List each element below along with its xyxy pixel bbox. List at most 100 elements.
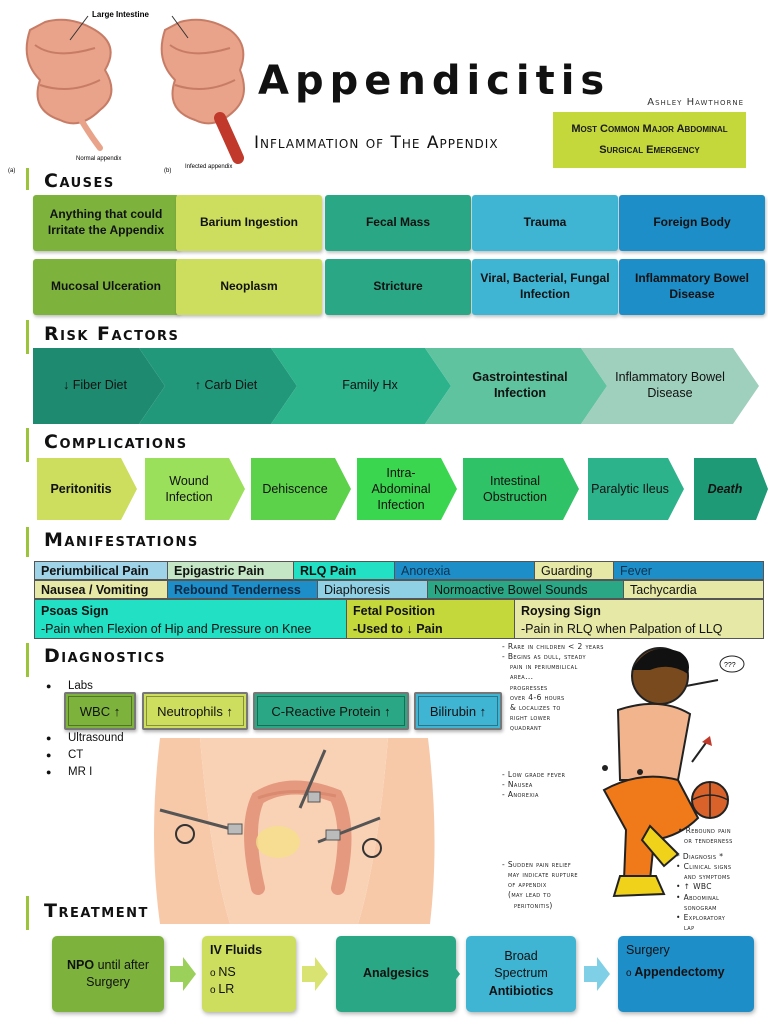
manifestation-item: RLQ Pain [293, 561, 395, 580]
section-accent-bar [26, 320, 29, 354]
diagnostic-list-item: ●Ultrasound [46, 732, 124, 744]
manifestation-item: Tachycardia [623, 580, 764, 599]
emergency-callout: Most Common Major Abdominal Surgical Eme… [553, 112, 746, 168]
manifestation-item: Normoactive Bowel Sounds [427, 580, 624, 599]
complication-label: Intra-Abdominal Infection [371, 465, 431, 513]
diagnosis-notes: * Diagnosis * • Clinical signs and sympt… [676, 852, 732, 932]
arrow-right-icon [584, 957, 610, 991]
manifestation-item: Fever [613, 561, 764, 580]
lab-wbc: WBC ↑ [64, 692, 136, 730]
chevron-4 [425, 348, 607, 424]
section-accent-bar [26, 643, 29, 677]
sign-description: -Pain when Flexion of Hip and Pressure o… [41, 622, 312, 637]
rebound-notes: • Rebound pain or tenderness [678, 826, 733, 846]
sign-description: -Used to ↓ Pain [353, 622, 443, 637]
manifestation-item: Epigastric Pain [167, 561, 294, 580]
cause-item: Mucosal Ulceration [33, 259, 179, 315]
treatment-heading: Treatment [44, 900, 149, 922]
chevron-1 [33, 348, 165, 424]
risk-factor-chevrons [33, 348, 759, 424]
diagnostics-heading: Diagnostics [44, 645, 166, 667]
cause-item: Inflammatory Bowel Disease [619, 259, 765, 315]
diagnostic-list-item: ●CT [46, 749, 84, 761]
risk-factor-label: Gastrointestinal Infection [472, 369, 568, 400]
sign-box-fetal-position: Fetal Position -Used to ↓ Pain [346, 599, 515, 639]
pain-arrow-icon [702, 736, 712, 746]
page-subtitle: Inflammation of The Appendix [254, 133, 499, 153]
onset-notes: - Rare in children < 2 years - Begins as… [502, 642, 604, 732]
diagnostic-list-item: ●MR I [46, 766, 93, 778]
pain-relief-notes: - Sudden pain relief may indicate ruptur… [502, 860, 578, 910]
complication-arrow [357, 458, 457, 520]
sign-box-roysing: Roysing Sign -Pain in RLQ when Palpation… [514, 599, 764, 639]
complication-label: Dehiscence [262, 481, 328, 496]
normal-intestine-icon [25, 18, 113, 151]
diagnostic-list-item: ●Labs [46, 680, 93, 692]
section-accent-bar [26, 527, 29, 557]
causes-heading: Causes [44, 170, 115, 192]
chevron-5 [581, 348, 759, 424]
manifestation-item: Anorexia [394, 561, 535, 580]
manifestation-item: Guarding [534, 561, 614, 580]
treatment-iv-fluids: IV Fluids o NS o LR [202, 936, 296, 1012]
sign-box-psoas: Psoas Sign -Pain when Flexion of Hip and… [34, 599, 347, 639]
manifestations-heading: Manifestations [44, 529, 199, 551]
colon-icon [244, 780, 352, 895]
large-intestine-label: Large Intestine [92, 10, 149, 19]
complication-arrow [463, 458, 579, 520]
chevron-2 [139, 348, 297, 424]
complications-heading: Complications [44, 431, 188, 453]
author-name: Ashley Hawthorne [647, 97, 744, 108]
lab-c-reactive-protein: C-Reactive Protein ↑ [253, 692, 409, 730]
lab-bilirubin: Bilirubin ↑ [414, 692, 502, 730]
treatment-surgery: Surgery o Appendectomy [618, 936, 754, 1012]
page-title: Appendicitis [258, 58, 611, 104]
arrow-right-icon [302, 957, 328, 991]
chevron-3 [271, 348, 451, 424]
section-accent-bar [26, 896, 29, 930]
inflammation-glow-icon [256, 826, 300, 858]
sign-name: Fetal Position [353, 604, 435, 618]
cause-item: Foreign Body [619, 195, 765, 251]
section-accent-bar [26, 428, 29, 462]
manifestation-item: Rebound Tenderness [167, 580, 318, 599]
treatment-npo: NPO until after Surgery [52, 936, 164, 1012]
risk-factor-label: Inflammatory Bowel Disease [615, 369, 725, 400]
complication-arrow [251, 458, 351, 520]
figure-a-label: (a) [8, 168, 15, 174]
appendix-illustration: Large Intestine (a) Normal appendix (b) … [8, 10, 245, 174]
complication-label: Intestinal Obstruction [483, 473, 547, 504]
cause-item: Fecal Mass [325, 195, 471, 251]
figure-b-label: (b) [164, 168, 171, 174]
manifestation-item: Nausea / Vomiting [34, 580, 168, 599]
complication-arrow [694, 458, 768, 520]
normal-appendix-label: Normal appendix [76, 156, 121, 162]
complication-arrow [145, 458, 245, 520]
cause-item: Trauma [472, 195, 618, 251]
emergency-line-2: Surgical Emergency [599, 144, 700, 156]
complication-label: Wound Infection [165, 473, 213, 504]
risk-factor-label: Family Hx [342, 377, 398, 392]
cause-item: Neoplasm [176, 259, 322, 315]
torso-icon [616, 702, 692, 781]
symptom-notes: - Low grade fever - Nausea - Anorexia [502, 770, 566, 800]
complication-label: Paralytic Ileus [591, 481, 669, 496]
manifestation-item: Periumbilical Pain [34, 561, 168, 580]
cause-item: Barium Ingestion [176, 195, 322, 251]
complication-arrow [588, 458, 684, 520]
complication-label: Death [707, 481, 743, 496]
shoe-icon [612, 875, 666, 898]
treatment-antibiotics: Broad Spectrum Antibiotics [466, 936, 576, 1012]
speech-bubble-icon [719, 655, 745, 673]
sign-name: Roysing Sign [521, 604, 601, 618]
patient-cartoon: ??? [602, 647, 745, 898]
lab-neutrophils: Neutrophils ↑ [142, 692, 248, 730]
svg-text:???: ??? [724, 662, 736, 669]
cause-item: Anything that could Irritate the Appendi… [33, 195, 179, 251]
risk-factors-heading: Risk Factors [44, 323, 180, 345]
risk-factor-label: ↑ Carb Diet [194, 377, 258, 392]
arrow-right-icon [170, 957, 196, 991]
cause-item: Viral, Bacterial, Fungal Infection [472, 259, 618, 315]
sign-name: Psoas Sign [41, 604, 109, 618]
section-accent-bar [26, 168, 29, 190]
